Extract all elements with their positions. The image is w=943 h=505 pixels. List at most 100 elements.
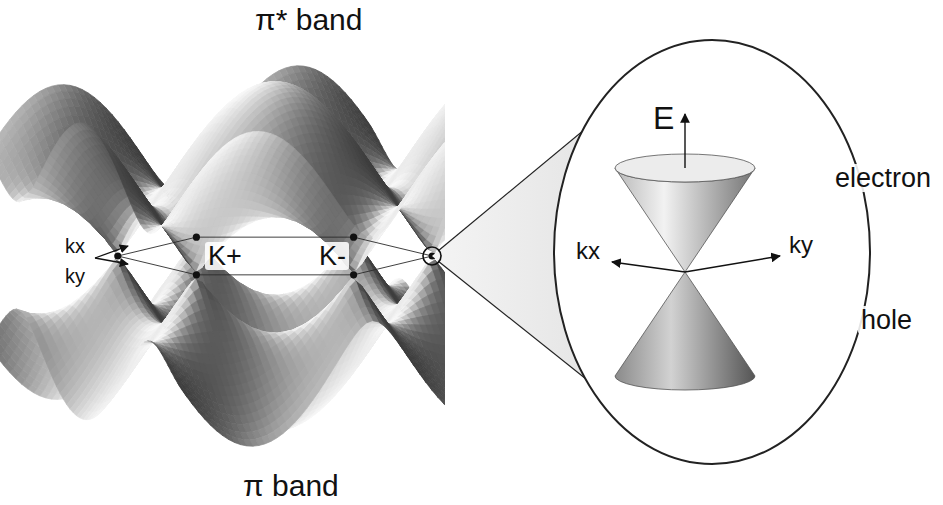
band-facet bbox=[453, 356, 462, 366]
band-facet bbox=[491, 334, 500, 346]
band-facet bbox=[457, 381, 466, 389]
band-facet bbox=[477, 372, 486, 382]
band-facet bbox=[458, 303, 467, 315]
band-facet bbox=[449, 358, 458, 367]
band-facet bbox=[459, 292, 468, 300]
band-facet bbox=[475, 344, 484, 356]
band-facet bbox=[486, 314, 495, 323]
band-facet bbox=[465, 371, 474, 380]
band-facet bbox=[487, 358, 496, 369]
band-facet bbox=[464, 311, 473, 323]
band-facet bbox=[501, 319, 510, 327]
band-facet bbox=[478, 306, 487, 313]
band-facet bbox=[468, 298, 477, 305]
band-facet bbox=[481, 351, 490, 363]
band-facet bbox=[488, 312, 497, 318]
band-facet bbox=[452, 367, 461, 375]
band-facet bbox=[454, 375, 463, 383]
band-facet bbox=[463, 295, 472, 304]
band-facet bbox=[466, 293, 475, 301]
band-facet bbox=[468, 369, 477, 379]
band-facet bbox=[454, 284, 463, 295]
band-facet bbox=[457, 337, 466, 349]
band-facet bbox=[461, 374, 470, 382]
band-facet bbox=[461, 316, 470, 329]
band-facet bbox=[483, 318, 492, 329]
band-facet bbox=[452, 295, 461, 307]
band-facet bbox=[489, 323, 498, 334]
band-facet bbox=[490, 312, 499, 319]
band-facet bbox=[460, 333, 469, 346]
band-facet bbox=[456, 353, 465, 364]
band-facet bbox=[484, 363, 493, 374]
band-facet bbox=[464, 382, 473, 389]
band-facet bbox=[450, 278, 459, 288]
band-facet bbox=[454, 325, 463, 338]
band-facet bbox=[472, 299, 481, 305]
band-facet bbox=[462, 292, 471, 299]
band-facet bbox=[470, 379, 479, 388]
band-facet bbox=[455, 307, 464, 320]
band-facet bbox=[463, 328, 472, 341]
band-facet bbox=[462, 361, 471, 371]
band-facet bbox=[450, 376, 459, 385]
band-facet bbox=[492, 319, 501, 329]
band-facet bbox=[469, 337, 478, 350]
band-facet bbox=[485, 328, 494, 340]
band-facet bbox=[444, 336, 453, 347]
band-facet bbox=[450, 344, 459, 355]
band-facet bbox=[478, 304, 487, 309]
band-facet bbox=[444, 369, 453, 379]
band-facet bbox=[465, 298, 474, 307]
band-facet bbox=[444, 368, 453, 379]
band-facet bbox=[456, 285, 465, 294]
band-facet bbox=[481, 305, 490, 310]
band-facet bbox=[479, 322, 488, 334]
band-facet bbox=[448, 367, 457, 375]
band-facet bbox=[466, 341, 475, 353]
band-facet bbox=[454, 379, 463, 388]
band-facet bbox=[451, 311, 460, 324]
band-facet bbox=[487, 308, 496, 312]
band-facet bbox=[472, 304, 481, 312]
band-facet bbox=[501, 333, 510, 344]
band-facet bbox=[495, 328, 504, 339]
band-facet bbox=[453, 284, 462, 292]
band-facet bbox=[485, 346, 494, 358]
band-facet bbox=[475, 301, 484, 307]
band-facet bbox=[479, 339, 488, 351]
band-facet bbox=[497, 317, 506, 324]
band-facet bbox=[477, 311, 486, 321]
band-facet bbox=[482, 333, 491, 345]
band-facet bbox=[493, 312, 502, 316]
band-facet bbox=[484, 308, 493, 313]
band-facet bbox=[491, 352, 500, 364]
band-facet bbox=[463, 346, 472, 358]
band-facet bbox=[473, 332, 482, 345]
band-facet bbox=[462, 300, 471, 311]
band-facet bbox=[450, 284, 459, 295]
band-facet bbox=[467, 324, 476, 337]
band-facet bbox=[478, 356, 487, 368]
band-facet bbox=[497, 339, 506, 350]
band-facet bbox=[474, 304, 483, 311]
band-facet bbox=[448, 372, 457, 381]
band-facet bbox=[481, 368, 490, 379]
band-facet bbox=[460, 382, 469, 389]
band-facet bbox=[496, 316, 505, 324]
band-facet bbox=[451, 374, 460, 382]
band-facet bbox=[472, 349, 481, 361]
band-facet bbox=[473, 315, 482, 327]
band-facet bbox=[474, 376, 483, 385]
band-facet bbox=[448, 281, 457, 292]
band-facet bbox=[444, 273, 453, 285]
band-facet bbox=[488, 340, 497, 352]
band-facet bbox=[453, 341, 462, 353]
band-facet bbox=[447, 276, 456, 285]
band-facet bbox=[494, 346, 503, 358]
band-facet bbox=[504, 327, 513, 337]
band-facet bbox=[465, 358, 474, 369]
band-facet bbox=[476, 327, 485, 339]
band-facet bbox=[451, 329, 460, 341]
band-facet bbox=[448, 316, 457, 329]
